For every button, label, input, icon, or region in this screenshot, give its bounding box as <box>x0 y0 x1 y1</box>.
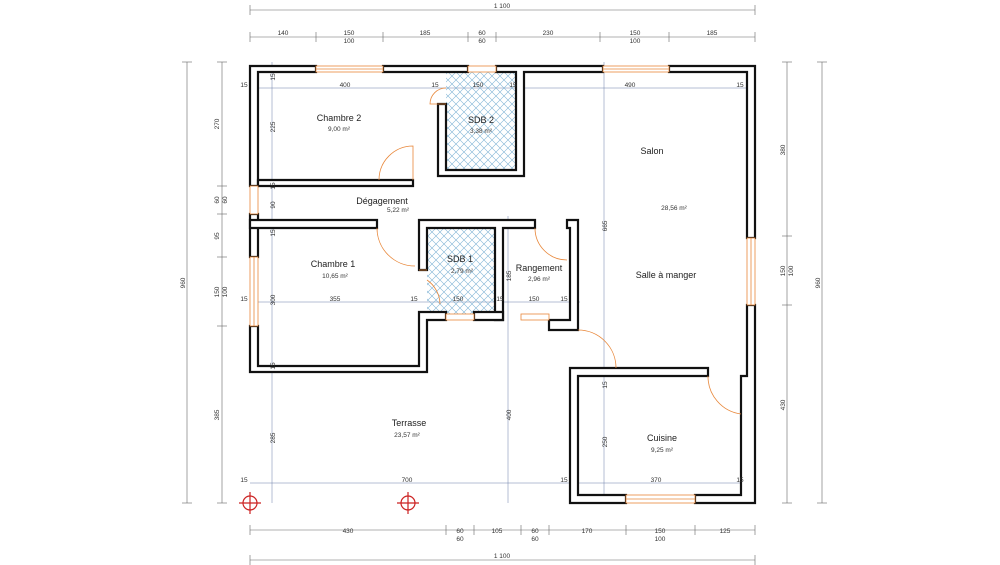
int-v-7: 15 <box>270 362 277 370</box>
top-open-2: 60 <box>478 38 486 45</box>
bottom-seg-5: 170 <box>582 528 593 535</box>
right-seg-1: 380 <box>780 144 787 155</box>
bottom-open-1: 60 <box>456 536 464 543</box>
int-v-13: 15 <box>602 381 609 389</box>
bottom-seg-6: 150 <box>655 528 666 535</box>
windows <box>249 65 756 504</box>
left-seg-1: 270 <box>214 118 221 129</box>
top-seg-6: 150 <box>630 30 641 37</box>
right-seg-3: 430 <box>780 399 787 410</box>
int-r3-1: 15 <box>240 477 248 484</box>
int-r1-3: 15 <box>431 82 439 89</box>
room-salon-name: Salon <box>640 146 663 156</box>
int-v-10: 400 <box>506 409 513 420</box>
room-cuisine-name: Cuisine <box>647 433 677 443</box>
int-r3-2: 700 <box>402 477 413 484</box>
dimension-lines <box>182 5 827 565</box>
int-v-4: 90 <box>270 201 277 209</box>
int-v-12: 250 <box>602 436 609 447</box>
int-r2-4: 150 <box>453 296 464 303</box>
room-cuisine-area: 9,25 m² <box>651 447 674 454</box>
room-labels: Chambre 2 9,00 m² SDB 2 3,38 m² Salon Dé… <box>311 113 697 454</box>
int-r2-2: 355 <box>330 296 341 303</box>
int-r1-5: 15 <box>509 82 517 89</box>
int-v-2: 225 <box>270 121 277 132</box>
int-r1-7: 15 <box>736 82 744 89</box>
top-open-1: 100 <box>344 38 355 45</box>
int-r3-3: 15 <box>560 477 568 484</box>
top-seg-4: 60 <box>478 30 486 37</box>
right-seg-2: 150 <box>780 265 787 276</box>
left-seg-3: 95 <box>214 232 221 240</box>
room-chambre2-area: 9,00 m² <box>328 126 351 133</box>
int-v-11: 665 <box>602 220 609 231</box>
int-v-5: 15 <box>270 229 277 237</box>
bottom-open-2: 60 <box>531 536 539 543</box>
int-r2-3: 15 <box>410 296 418 303</box>
room-chambre1-name: Chambre 1 <box>311 259 356 269</box>
bottom-seg-2: 60 <box>456 528 464 535</box>
int-v-9: 185 <box>506 270 513 281</box>
left-seg-5: 385 <box>214 409 221 420</box>
int-v-8: 285 <box>270 432 277 443</box>
int-r2-6: 150 <box>529 296 540 303</box>
int-r3-5: 15 <box>736 477 744 484</box>
int-r1-4: 150 <box>473 82 484 89</box>
left-seg-2: 60 <box>214 196 221 204</box>
right-total-label: 960 <box>815 277 822 288</box>
room-salon-area: 28,56 m² <box>661 205 687 212</box>
room-degagement-area: 5,22 m² <box>387 207 410 214</box>
room-chambre1-area: 10,65 m² <box>322 273 348 280</box>
interior-dimension-lines <box>250 62 755 503</box>
room-sdb2-area: 3,38 m² <box>470 128 493 135</box>
room-rangement-name: Rangement <box>516 263 563 273</box>
bottom-seg-4: 60 <box>531 528 539 535</box>
bottom-open-3: 100 <box>655 536 666 543</box>
room-sdb1-name: SDB 1 <box>447 254 473 264</box>
left-open-1: 60 <box>222 196 229 204</box>
bottom-total-label: 1 100 <box>494 553 511 560</box>
top-seg-2: 150 <box>344 30 355 37</box>
dimension-texts: 1 100 140 150 185 60 230 150 185 100 60 … <box>180 3 822 560</box>
left-seg-4: 150 <box>214 286 221 297</box>
int-r2-7: 15 <box>560 296 568 303</box>
top-total-label: 1 100 <box>494 3 511 10</box>
top-open-3: 100 <box>630 38 641 45</box>
top-seg-1: 140 <box>278 30 289 37</box>
doors <box>376 87 742 415</box>
room-chambre2-name: Chambre 2 <box>317 113 362 123</box>
room-sdb2-name: SDB 2 <box>468 115 494 125</box>
int-v-6: 300 <box>270 294 277 305</box>
room-salle-a-manger-name: Salle à manger <box>636 270 697 280</box>
int-v-1: 15 <box>270 73 277 81</box>
left-total-label: 960 <box>180 277 187 288</box>
room-terrasse-area: 23,57 m² <box>394 432 420 439</box>
sdb1-floor <box>427 228 495 314</box>
room-terrasse-name: Terrasse <box>392 418 427 428</box>
top-seg-5: 230 <box>543 30 554 37</box>
room-sdb1-area: 2,79 m² <box>451 268 474 275</box>
bottom-seg-3: 105 <box>492 528 503 535</box>
int-r3-4: 370 <box>651 477 662 484</box>
int-r2-5: 15 <box>496 296 504 303</box>
room-rangement-area: 2,96 m² <box>528 276 551 283</box>
int-r1-6: 490 <box>625 82 636 89</box>
top-seg-3: 185 <box>420 30 431 37</box>
right-open-1: 100 <box>788 265 795 276</box>
left-open-2: 100 <box>222 286 229 297</box>
int-r2-1: 15 <box>240 296 248 303</box>
room-degagement-name: Dégagement <box>356 196 408 206</box>
int-r1-2: 400 <box>340 82 351 89</box>
int-v-3: 15 <box>270 182 277 190</box>
top-seg-7: 185 <box>707 30 718 37</box>
sdb2-floor <box>446 72 516 176</box>
bottom-seg-1: 430 <box>343 528 354 535</box>
reference-markers <box>239 492 419 514</box>
int-r1-1: 15 <box>240 82 248 89</box>
bottom-seg-7: 125 <box>720 528 731 535</box>
